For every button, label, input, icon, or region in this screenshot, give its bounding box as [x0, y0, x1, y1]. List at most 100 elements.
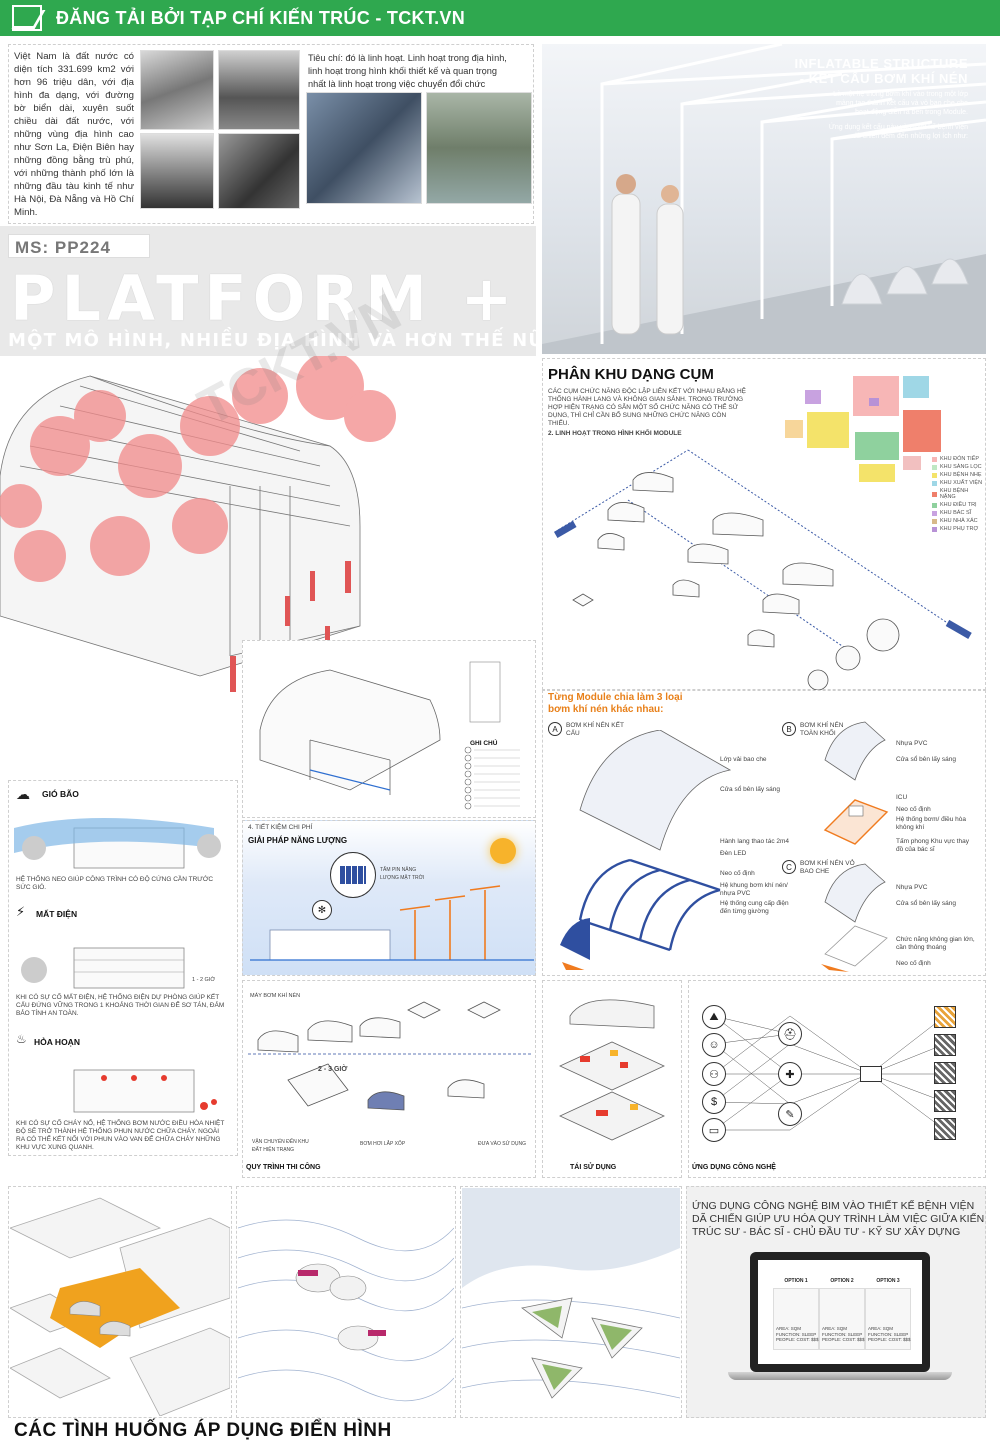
legend-swatch — [932, 510, 937, 516]
energy-label: 4. TIẾT KIỆM CHI PHÍ — [248, 824, 313, 831]
legend-swatch — [932, 456, 937, 462]
fire-icon: ♨ — [16, 1032, 27, 1046]
scenario-urban-render — [10, 1197, 230, 1416]
module-b-badge: B — [782, 722, 796, 736]
legend-item: KHU ĐÓN TIẾP — [932, 456, 984, 462]
option-2-label: OPTION 2 — [830, 1278, 854, 1284]
project-title: PLATFORM + — [10, 262, 519, 335]
legend-item: KHU BÁC SĨ — [932, 510, 984, 516]
hero-title: INFLATABLE STRUCTURE - KẾT CẤU BƠM KHÍ N… — [794, 56, 968, 86]
option-3-label: OPTION 3 — [876, 1278, 900, 1284]
isometric-trees-illustration — [0, 356, 396, 692]
doctor-icon: ✚ — [778, 1062, 802, 1086]
legend-item: KHU BỆNH NẶNG — [932, 488, 984, 500]
computer-icon — [860, 1066, 882, 1082]
option-1-info: AREA: SQM FUNCTION: SLEEP PEOPLE: COST: … — [776, 1326, 819, 1342]
photo-hospital — [306, 92, 422, 204]
qr-icon-4 — [934, 1090, 956, 1112]
hero-description: Là một hệ thống bơm khí vào trong một lớ… — [828, 91, 968, 140]
option-2-card — [819, 1288, 865, 1350]
energy-title: GIẢI PHÁP NĂNG LƯỢNG — [248, 836, 348, 845]
qr-icon-5 — [934, 1118, 956, 1140]
construction-step1: VẬN CHUYỂN ĐẾN KHU ĐẤT HIỆN TRẠNG — [252, 1139, 309, 1153]
construction-machine-label: MÁY BƠM KHÍ NÉN — [250, 993, 301, 999]
qr-icon-2 — [934, 1034, 956, 1056]
user-icon: ☺ — [702, 1033, 726, 1057]
doctors-figures — [611, 174, 684, 335]
legend-item: KHU XUẤT VIỆN — [932, 480, 984, 486]
architect-icon: ✎ — [778, 1102, 802, 1126]
option-1-card — [773, 1288, 819, 1350]
construction-step3: ĐƯA VÀO SỬ DỤNG — [478, 1141, 526, 1147]
people-icon: ⚇ — [702, 1062, 726, 1086]
storm-text: HỆ THỐNG NEO GIÚP CÔNG TRÌNH CÓ ĐỘ CỨNG … — [16, 876, 214, 891]
notes-title: GHI CHÚ — [470, 740, 498, 747]
intro-text-left: Việt Nam là đất nước có diện tích 331.69… — [14, 51, 134, 218]
legend-swatch — [932, 480, 937, 486]
cluster-subheading: 2. LINH HOẠT TRONG HÌNH KHỐI MODULE — [548, 430, 682, 437]
tckt-logo-icon — [12, 5, 42, 31]
power-text: KHI CÓ SỰ CỐ MẤT ĐIỆN, HỆ THỐNG ĐIỆN DỰ … — [16, 994, 225, 1017]
construction-title: QUY TRÌNH THI CÔNG — [246, 1164, 321, 1171]
storm-icon: ☁ — [16, 786, 30, 802]
reuse-title: TÁI SỬ DỤNG — [570, 1164, 617, 1171]
legend-swatch — [932, 518, 937, 524]
legend-item: KHU NHÀ XÁC — [932, 518, 984, 524]
legend-swatch — [932, 502, 937, 508]
photo-flood — [426, 92, 532, 204]
legend-item: KHU BỆNH NHẸ — [932, 472, 984, 478]
power-outage-icon: ⚡ — [16, 904, 26, 919]
fire-title: HỎA HOẠN — [34, 1037, 80, 1047]
module-c-diagram — [821, 863, 888, 972]
bim-text: ỨNG DỤNG CÔNG NGHỆ BIM VÀO THIẾT KẾ BỆNH… — [692, 1200, 985, 1238]
money-icon: $ — [702, 1090, 726, 1114]
legend-item: KHU ĐIỀU TRỊ — [932, 502, 984, 508]
power-time-note: 1 - 2 GIỜ — [192, 977, 216, 983]
section-isometric-diagram — [259, 669, 441, 795]
notes-list-diagram — [464, 661, 520, 810]
photo-mountains — [218, 50, 300, 130]
construction-step2: BƠM HƠI LẮP XỐP — [360, 1141, 406, 1147]
solar-panel-label: TẤM PIN NĂNG LƯỢNG MẶT TRỜI — [380, 867, 425, 881]
module-b-title: BƠM KHÍ NÉN TOÀN KHỐI — [800, 722, 844, 737]
fire-diagram — [73, 1069, 217, 1113]
module-a-title: BƠM KHÍ NÉN KẾT CẤU — [566, 722, 624, 737]
legend-swatch — [932, 526, 937, 532]
legend-swatch — [932, 472, 937, 478]
option-2-info: AREA: SQM FUNCTION: SLEEP PEOPLE: COST: … — [822, 1326, 865, 1342]
solar-trees-diagram — [250, 885, 534, 961]
modules-intro: Từng Module chia làm 3 loại bơm khí nén … — [548, 692, 683, 715]
reuse-stack-diagram — [559, 999, 665, 1141]
module-a-exploded-diagram — [560, 730, 732, 970]
module-b-diagram — [823, 721, 889, 845]
legend-swatch — [932, 464, 937, 470]
modules-panel — [542, 690, 986, 976]
qr-icon-3 — [934, 1062, 956, 1084]
hero-render: INFLATABLE STRUCTURE - KẾT CẤU BƠM KHÍ N… — [542, 44, 986, 354]
top-banner: ĐĂNG TẢI BỞI TẠP CHÍ KIẾN TRÚC - TCKT.VN — [0, 0, 1000, 36]
module-a-labels: Lớp vải bao che Cửa sổ bên lấy sáng Hành… — [720, 756, 790, 915]
scenario-mountain-panel — [236, 1186, 456, 1418]
option-1-label: OPTION 1 — [784, 1278, 808, 1284]
module-c-title: BƠM KHÍ NÉN VỎ BAO CHE — [800, 860, 855, 875]
module-b-labels: Nhựa PVC Cửa sổ bên lấy sáng ICU Neo cố … — [896, 740, 970, 853]
power-diagram — [21, 947, 185, 989]
sun-icon — [490, 838, 516, 864]
module-layout-diagram — [553, 449, 972, 690]
construction-steps-diagram — [248, 1001, 532, 1111]
option-3-info: AREA: SQM FUNCTION: SLEEP PEOPLE: COST: … — [868, 1326, 911, 1342]
photo-boats — [218, 133, 300, 209]
bed-icon: ▭ — [702, 1118, 726, 1142]
engineer-icon: ⛑ — [778, 1022, 802, 1046]
project-code: MS: PP224 — [8, 234, 150, 258]
photo-bay — [140, 50, 214, 130]
fan-icon: ✻ — [312, 900, 332, 920]
terrain-icon: ⛰ — [702, 1005, 726, 1029]
option-3-card — [865, 1288, 911, 1350]
inflatable-structure-render — [542, 44, 986, 354]
legend-item: KHU PHỤ TRỢ — [932, 526, 984, 532]
scenario-mountain-render — [238, 1219, 454, 1402]
photo-city — [140, 133, 214, 209]
module-c-labels: Nhựa PVC Cửa sổ bên lấy sáng Chức năng k… — [896, 884, 975, 967]
legend-swatch — [932, 491, 937, 497]
